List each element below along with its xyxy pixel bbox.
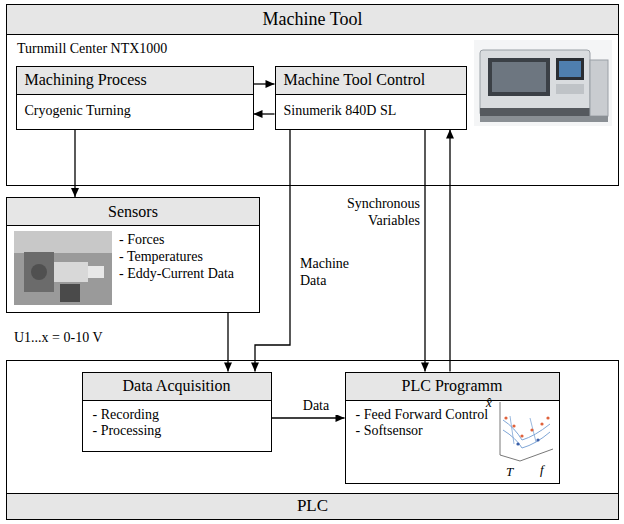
arrow-head bbox=[336, 414, 345, 422]
edge-label: Machine Data bbox=[298, 256, 364, 290]
edge-label: U1...x = 0-10 V bbox=[12, 330, 146, 347]
box-heading: PLC bbox=[297, 496, 328, 516]
box-body: Sinumerik 840D SL bbox=[276, 95, 466, 128]
machine-tool-frame: Machine ToolTurnmill Center NTX1000Machi… bbox=[6, 4, 619, 186]
header-band: Machine Tool Control bbox=[276, 67, 466, 95]
connector bbox=[449, 130, 450, 372]
edge-label: Data bbox=[288, 398, 344, 415]
body-text: Cryogenic Turning bbox=[25, 103, 245, 120]
connector bbox=[255, 130, 290, 372]
arrow-head bbox=[446, 130, 454, 139]
box-body: - Recording- Processing bbox=[83, 401, 271, 447]
header-band: Machining Process bbox=[17, 67, 253, 95]
box-heading: Machine Tool Control bbox=[284, 70, 426, 89]
arrow-head bbox=[254, 110, 263, 118]
axis-label: T bbox=[506, 465, 513, 479]
connector bbox=[74, 130, 75, 198]
body-text: - Temperatures bbox=[119, 249, 253, 266]
body-text: Turnmill Center NTX1000 bbox=[17, 41, 608, 58]
box-heading: Machine Tool bbox=[263, 9, 363, 31]
box-body: - Feed Forward Control- Softsensor bbox=[346, 401, 506, 447]
connector bbox=[272, 417, 345, 418]
arrow-head bbox=[251, 363, 259, 372]
header-band: Data Acquisition bbox=[83, 373, 271, 401]
arrow-head bbox=[71, 188, 79, 197]
header-band: Sensors bbox=[7, 198, 259, 226]
axis-label: f bbox=[540, 463, 544, 477]
acquisition-box: Data Acquisition - Recording- Processing bbox=[82, 372, 272, 452]
process-box: Machining ProcessCryogenic Turning bbox=[16, 66, 254, 130]
body-text: - Forces bbox=[119, 232, 253, 249]
body-text: - Processing bbox=[93, 423, 261, 440]
box-heading: Machining Process bbox=[25, 70, 147, 89]
body-text: - Feed Forward Control bbox=[356, 407, 496, 424]
connector bbox=[424, 130, 425, 372]
program-box: PLC Programm - Feed Forward Control- Soft… bbox=[345, 372, 560, 484]
body-text: - Softsensor bbox=[356, 423, 496, 440]
machine-photo bbox=[474, 40, 612, 126]
softsensor-plot bbox=[500, 402, 553, 461]
box-body: Turnmill Center NTX1000 bbox=[7, 35, 618, 64]
arrow-head bbox=[421, 363, 429, 372]
box-body: - Forces- Temperatures- Eddy-Current Dat… bbox=[7, 226, 259, 288]
header-band: PLC Programm bbox=[346, 373, 559, 401]
edge-label: Synchronous Variables bbox=[320, 196, 422, 230]
body-text: - Recording bbox=[93, 407, 261, 424]
body-text: Sinumerik 840D SL bbox=[284, 103, 458, 120]
box-heading: Sensors bbox=[108, 202, 158, 221]
arrow-head bbox=[224, 363, 232, 372]
header-band: Machine Tool bbox=[7, 5, 618, 35]
sensor-photo bbox=[14, 231, 112, 305]
header-band: PLC bbox=[7, 493, 618, 519]
control-box: Machine Tool ControlSinumerik 840D SL bbox=[275, 66, 467, 130]
sensors-box: Sensors - Forces- Temperatures- Eddy-Curr… bbox=[6, 197, 260, 313]
box-heading: Data Acquisition bbox=[123, 376, 231, 395]
arrow-head bbox=[266, 80, 275, 88]
axis-label: x̂ bbox=[486, 396, 492, 410]
box-body: Cryogenic Turning bbox=[17, 95, 253, 128]
body-text: - Eddy-Current Data bbox=[119, 266, 253, 283]
plc-frame: PLC Data Acquisition - Recording- Processi… bbox=[6, 360, 619, 520]
box-heading: PLC Programm bbox=[402, 376, 503, 395]
